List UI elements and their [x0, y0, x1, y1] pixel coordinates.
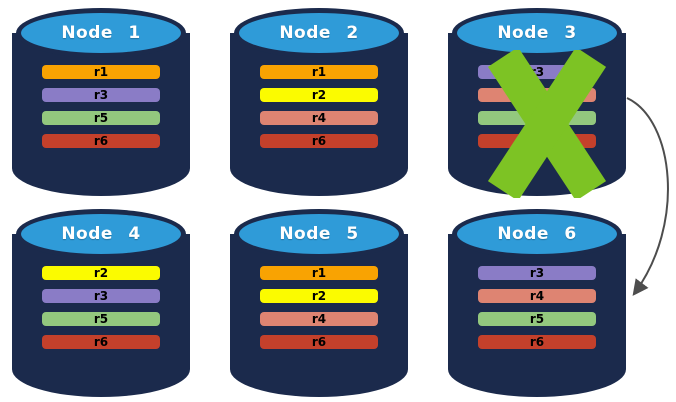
node-cylinder-1: Node 1 r1 r3 r5 r6 — [12, 8, 190, 196]
node-title: Node 6 — [497, 224, 577, 244]
row-label: r6 — [311, 335, 327, 349]
node-cylinder-4: Node 4 r2 r3 r5 r6 — [12, 209, 190, 397]
db-row-r4: r4 — [478, 289, 596, 303]
node-cylinder-2: Node 2 r1 r2 r4 r6 — [230, 8, 408, 196]
db-row-r4: r4 — [260, 111, 378, 125]
node-title: Node 1 — [61, 23, 141, 43]
db-row-r5: r5 — [478, 312, 596, 326]
db-row-r5: r5 — [42, 312, 160, 326]
db-row-r3: r3 — [42, 289, 160, 303]
node-rows: r1 r3 r5 r6 — [42, 65, 160, 148]
db-row-r6: r6 — [42, 335, 160, 349]
node-title: Node 4 — [61, 224, 141, 244]
node-rows: r3 r4 r5 r6 — [478, 266, 596, 349]
cylinder-top: Node 2 — [234, 8, 404, 58]
row-label: r3 — [529, 266, 545, 280]
row-label: r1 — [311, 65, 327, 79]
db-row-r2: r2 — [42, 266, 160, 280]
db-row-r2: r2 — [260, 88, 378, 102]
row-label: r5 — [93, 111, 109, 125]
node-cylinder-5: Node 5 r1 r2 r4 r6 — [230, 209, 408, 397]
node-rows: r1 r2 r4 r6 — [260, 266, 378, 349]
db-row-r1: r1 — [260, 266, 378, 280]
cylinder-top: Node 1 — [16, 8, 186, 58]
db-row-r3: r3 — [478, 266, 596, 280]
node-rows: r1 r2 r4 r6 — [260, 65, 378, 148]
cylinder-top: Node 5 — [234, 209, 404, 259]
row-label: r4 — [311, 111, 327, 125]
row-label: r3 — [93, 88, 109, 102]
row-label: r6 — [529, 335, 545, 349]
row-label: r4 — [529, 289, 545, 303]
row-label: r3 — [93, 289, 109, 303]
db-row-r6: r6 — [42, 134, 160, 148]
row-label: r5 — [529, 312, 545, 326]
db-row-r2: r2 — [260, 289, 378, 303]
db-row-r6: r6 — [260, 134, 378, 148]
cylinder-top: Node 3 — [452, 8, 622, 58]
row-label: r1 — [93, 65, 109, 79]
node-grid: Node 1 r1 r3 r5 r6 Node 2 r1 r2 r4 r6 Node 3 r… — [12, 8, 626, 397]
cylinder-top: Node 4 — [16, 209, 186, 259]
node-rows: r2 r3 r5 r6 — [42, 266, 160, 349]
db-row-r1: r1 — [260, 65, 378, 79]
row-label: r1 — [311, 266, 327, 280]
row-label: r4 — [311, 312, 327, 326]
row-label: r2 — [311, 289, 327, 303]
db-row-r5: r5 — [42, 111, 160, 125]
node-cylinder-6: Node 6 r3 r4 r5 r6 — [448, 209, 626, 397]
db-row-r1: r1 — [42, 65, 160, 79]
row-label: r6 — [311, 134, 327, 148]
row-label: r5 — [93, 312, 109, 326]
node-title: Node 3 — [497, 23, 577, 43]
row-label: r6 — [93, 335, 109, 349]
row-label: r2 — [93, 266, 109, 280]
node-title: Node 2 — [279, 23, 359, 43]
x-mark-icon — [487, 50, 607, 198]
db-row-r6: r6 — [260, 335, 378, 349]
row-label: r6 — [93, 134, 109, 148]
node-title: Node 5 — [279, 224, 359, 244]
cylinder-top: Node 6 — [452, 209, 622, 259]
row-label: r2 — [311, 88, 327, 102]
db-row-r4: r4 — [260, 312, 378, 326]
db-row-r3: r3 — [42, 88, 160, 102]
db-row-r6: r6 — [478, 335, 596, 349]
arrow-curve — [626, 97, 669, 296]
